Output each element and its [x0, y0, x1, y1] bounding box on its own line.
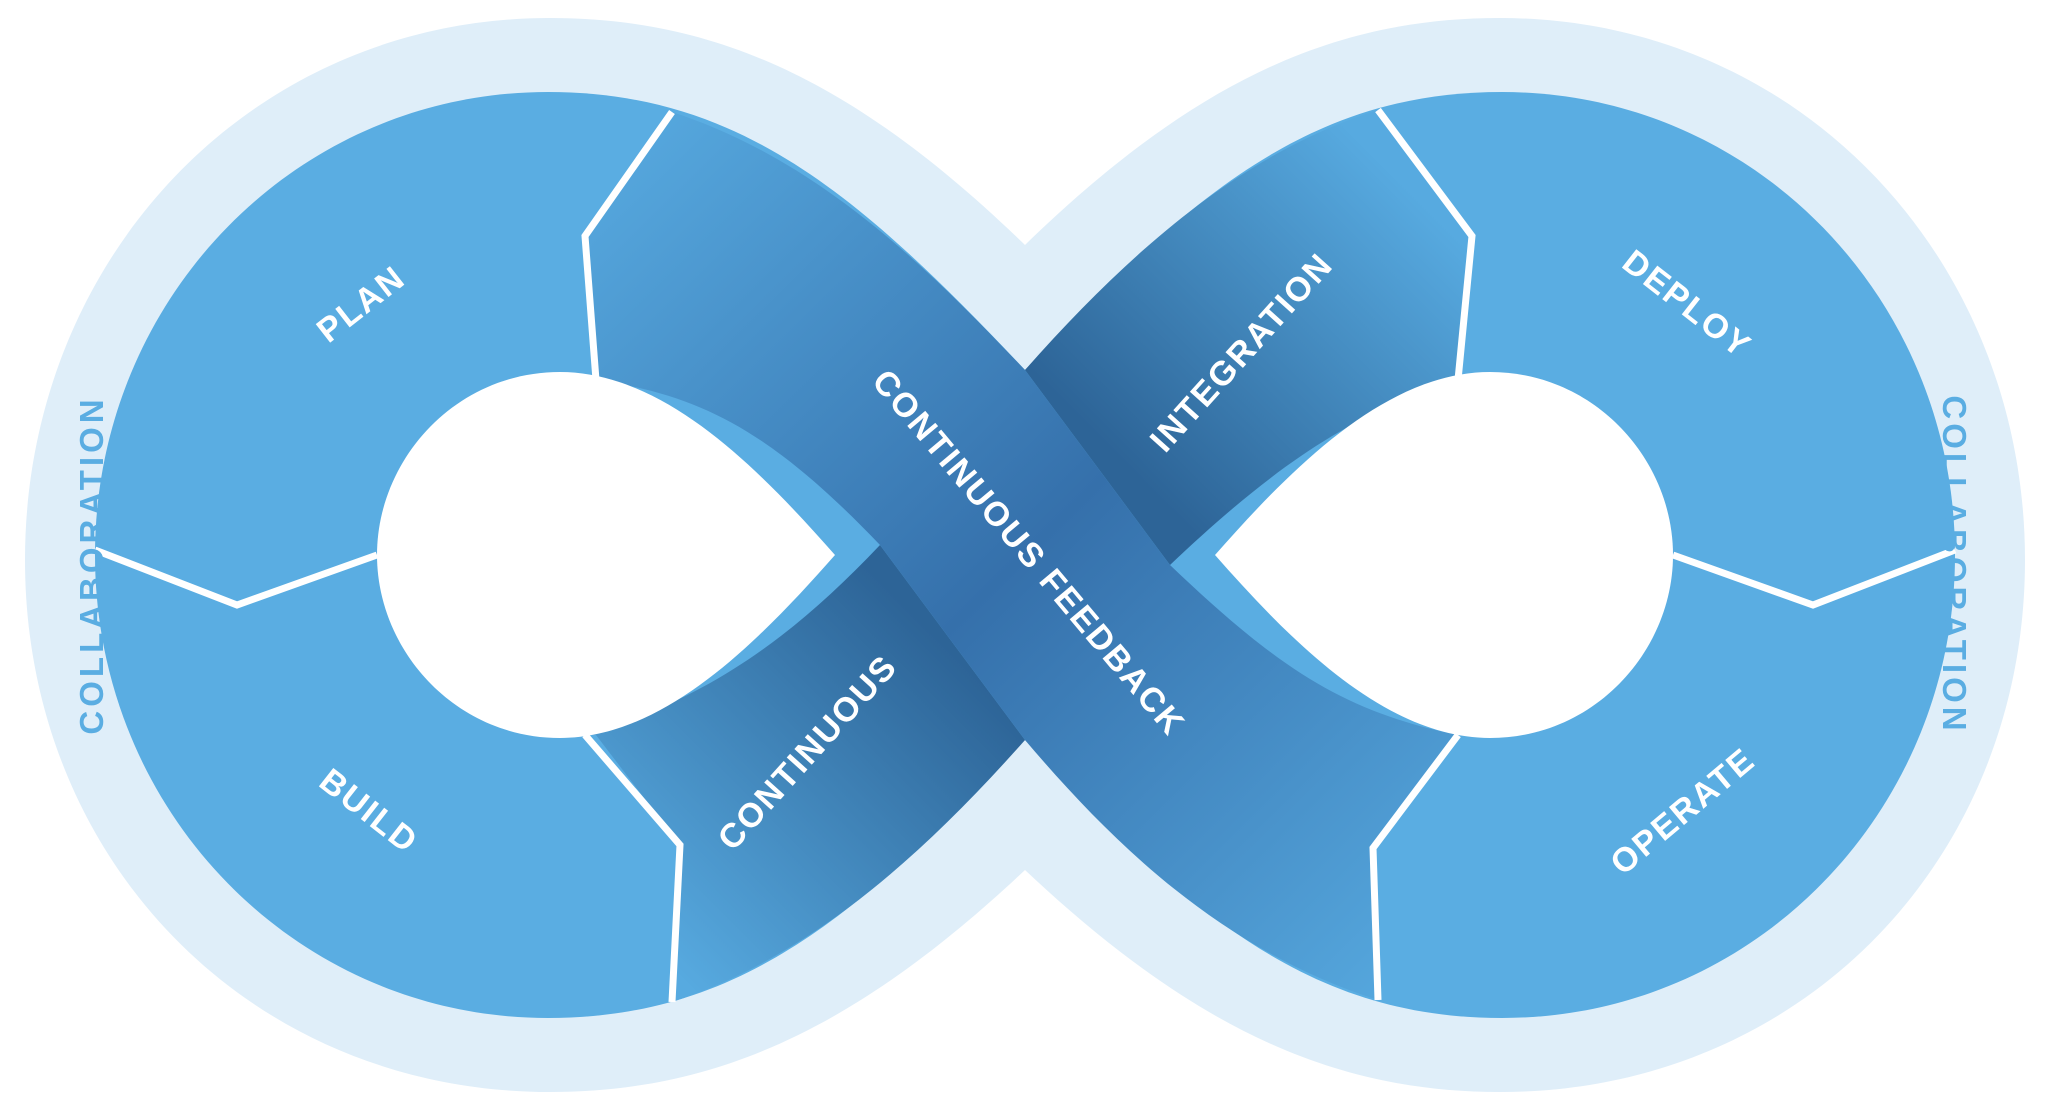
divider-top-left [581, 109, 675, 381]
divider-lines [93, 107, 1957, 1003]
collaboration-label-left: COLLABORATION [73, 395, 110, 734]
divider-bottom-right [1369, 732, 1461, 1001]
divider-top-right [1375, 107, 1476, 381]
right-lobe-hole [1215, 372, 1673, 738]
collaboration-label-right: COLLABORATION [1936, 395, 1973, 734]
left-lobe-hole [377, 372, 835, 738]
band-continuous [585, 545, 1025, 1002]
band-continuous-feedback [585, 112, 1458, 1000]
divider-deploy-operate [1671, 546, 1957, 609]
divider-plan-build [93, 546, 379, 609]
divider-bottom-left [582, 732, 684, 1003]
band-integration [1025, 110, 1472, 565]
